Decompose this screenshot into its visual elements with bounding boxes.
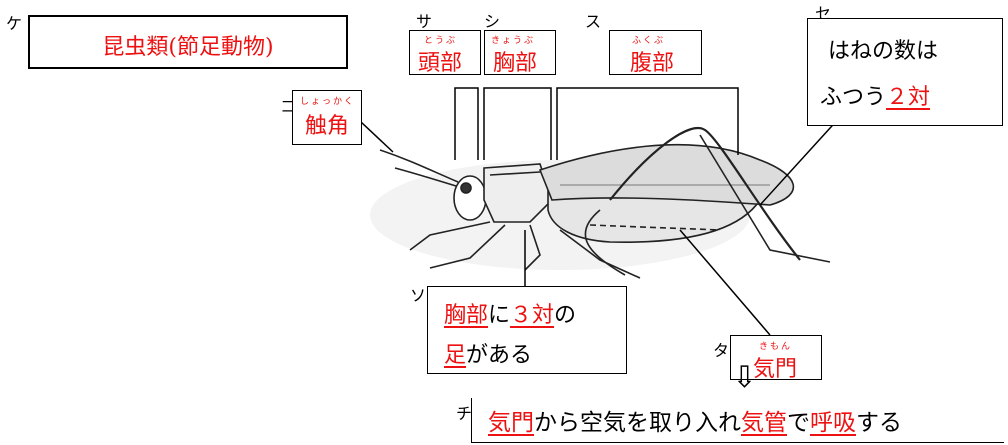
antenna-label-box: しょっかく 触角 bbox=[292, 90, 362, 145]
connector-lines bbox=[360, 87, 842, 336]
breathing-w2: 気管 bbox=[741, 410, 787, 436]
mark-chi: チ bbox=[456, 404, 473, 423]
mark-sa: サ bbox=[416, 12, 433, 31]
wings-count: ２対 bbox=[886, 85, 931, 110]
antenna-ruby: しょっかく bbox=[300, 97, 356, 107]
breathing-w3: 呼吸 bbox=[810, 410, 856, 436]
legs-line2-post: がある bbox=[466, 343, 533, 368]
thorax-label-box: きょうぶ 胸部 bbox=[484, 30, 556, 76]
abdomen-ruby: ふくぶ bbox=[632, 36, 666, 46]
grasshopper-illustration bbox=[370, 127, 831, 279]
spiracle-label: 気門 bbox=[753, 357, 798, 382]
breathing-t2: で bbox=[787, 410, 810, 436]
breathing-t1: から空気を取り入れ bbox=[534, 410, 741, 436]
wings-box: はねの数は ふつう２対 bbox=[807, 18, 1003, 126]
wings-line2: ふつう２対 bbox=[820, 79, 930, 111]
mark-ta: タ bbox=[713, 341, 730, 360]
wings-line1: はねの数は bbox=[828, 39, 939, 64]
mark-so: ソ bbox=[410, 286, 427, 305]
abdomen-label: 腹部 bbox=[630, 51, 675, 76]
head-label-box: とうぶ 頭部 bbox=[409, 30, 481, 76]
legs-post: の bbox=[554, 303, 577, 328]
legs-line1: 胸部に３対の bbox=[444, 297, 576, 329]
spiracle-label-box: きもん 気門 bbox=[730, 335, 822, 382]
antenna-label: 触角 bbox=[305, 114, 350, 139]
title-box: 昆虫類(節足動物) bbox=[28, 15, 348, 69]
breathing-box: 気門から空気を取り入れ気管で呼吸する bbox=[471, 398, 1004, 443]
down-arrow-icon: ⇩ bbox=[732, 360, 758, 395]
title-text: 昆虫類(節足動物) bbox=[102, 35, 274, 60]
legs-line2: 足がある bbox=[444, 337, 532, 369]
breathing-t3: する bbox=[856, 410, 902, 436]
thorax-ruby: きょうぶ bbox=[491, 36, 536, 46]
breathing-text: 気門から空気を取り入れ気管で呼吸する bbox=[488, 403, 902, 437]
wings-line2-pre: ふつう bbox=[820, 85, 887, 110]
breathing-w1: 気門 bbox=[488, 410, 534, 436]
legs-part: 胸部 bbox=[444, 303, 489, 328]
legs-count: ３対 bbox=[510, 303, 555, 328]
spiracle-ruby: きもん bbox=[759, 342, 793, 352]
legs-box: 胸部に３対の 足がある bbox=[427, 286, 627, 374]
thorax-label: 胸部 bbox=[493, 51, 538, 76]
head-ruby: とうぶ bbox=[424, 36, 458, 46]
mark-su: ス bbox=[585, 12, 602, 31]
mark-shi: シ bbox=[484, 12, 501, 31]
abdomen-label-box: ふくぶ 腹部 bbox=[609, 30, 702, 76]
mark-ke: ケ bbox=[6, 14, 23, 33]
legs-mid: に bbox=[488, 303, 511, 328]
legs-line2-ul: 足 bbox=[444, 343, 467, 368]
head-label: 頭部 bbox=[418, 51, 463, 76]
